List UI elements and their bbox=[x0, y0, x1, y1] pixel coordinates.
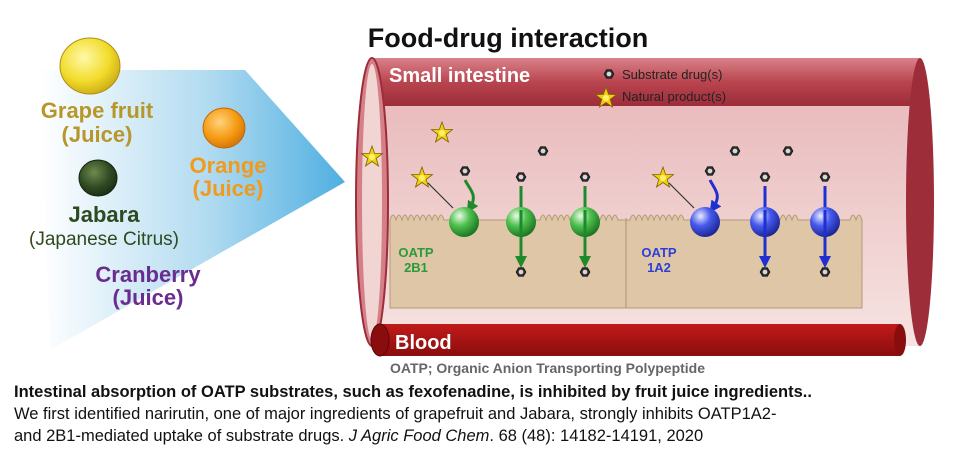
jabara-sublabel: (Japanese Citrus) bbox=[29, 229, 179, 250]
binding-line bbox=[427, 182, 454, 209]
substrate-drug-icon bbox=[459, 166, 471, 176]
substrate-drug-icon bbox=[729, 146, 741, 156]
substrate-drug-icon bbox=[819, 172, 831, 182]
blocked-uptake-arrow bbox=[708, 179, 722, 213]
substrate-drug-icon bbox=[704, 166, 716, 176]
small-intestine-label: Small intestine bbox=[389, 65, 530, 87]
grapefruit-icon bbox=[59, 37, 121, 95]
substrate-drug-icon bbox=[782, 146, 794, 156]
substrate-drug-icon bbox=[579, 172, 591, 182]
legend-natural-label: Natural product(s) bbox=[622, 89, 726, 104]
grapefruit-label: Grape fruit bbox=[41, 98, 154, 123]
citation-details: . 68 (48): 14182-14191, 2020 bbox=[489, 427, 704, 445]
orange-label: Orange bbox=[189, 153, 266, 178]
jabara-icon bbox=[78, 159, 118, 197]
substrate-drug-icon bbox=[537, 146, 549, 156]
caption-line-3-text: and 2B1-mediated uptake of substrate dru… bbox=[14, 427, 349, 445]
grapefruit-sublabel: (Juice) bbox=[62, 122, 133, 147]
oatp2b1-sublabel: 2B1 bbox=[404, 260, 428, 275]
oatp2b1-label: OATP bbox=[398, 245, 433, 260]
substrate-drug-icon bbox=[579, 267, 591, 277]
oatp2b1-transporter bbox=[449, 207, 479, 237]
diagram-title: Food-drug interaction bbox=[368, 23, 648, 53]
substrate-drug-icon bbox=[759, 172, 771, 182]
jabara-label: Jabara bbox=[69, 202, 141, 227]
orange-sublabel: (Juice) bbox=[193, 176, 264, 201]
caption-headline: Intestinal absorption of OATP substrates… bbox=[14, 383, 812, 401]
oatp1a2-label: OATP bbox=[641, 245, 676, 260]
substrate-drug-icon bbox=[759, 267, 771, 277]
legend: Substrate drug(s) Natural product(s) bbox=[595, 67, 726, 108]
cranberry-label: Cranberry bbox=[95, 262, 201, 287]
orange-icon bbox=[202, 107, 246, 149]
oatp-abbreviation: OATP; Organic Anion Transporting Polypep… bbox=[390, 360, 705, 376]
substrate-drug-icon bbox=[515, 267, 527, 277]
oatp1a2-transporter bbox=[690, 207, 720, 237]
substrate-drug-icon bbox=[819, 267, 831, 277]
cranberry-sublabel: (Juice) bbox=[113, 285, 184, 310]
substrate-drug-icon bbox=[515, 172, 527, 182]
blood-vessel bbox=[370, 323, 906, 357]
substrate-drug-icon bbox=[603, 69, 615, 79]
juice-beam bbox=[40, 70, 345, 350]
binding-line bbox=[668, 182, 695, 209]
blocked-uptake-arrow bbox=[463, 179, 479, 214]
blood-label: Blood bbox=[395, 332, 452, 354]
food-drug-diagram: Grape fruit (Juice) Orange (Juice) Jabar… bbox=[29, 23, 934, 376]
caption-line-3: and 2B1-mediated uptake of substrate dru… bbox=[14, 427, 703, 446]
journal-name: J Agric Food Chem bbox=[348, 427, 490, 445]
caption-line-2: We first identified narirutin, one of ma… bbox=[14, 405, 777, 423]
oatp1a2-sublabel: 1A2 bbox=[647, 260, 671, 275]
legend-substrate-label: Substrate drug(s) bbox=[622, 67, 722, 82]
